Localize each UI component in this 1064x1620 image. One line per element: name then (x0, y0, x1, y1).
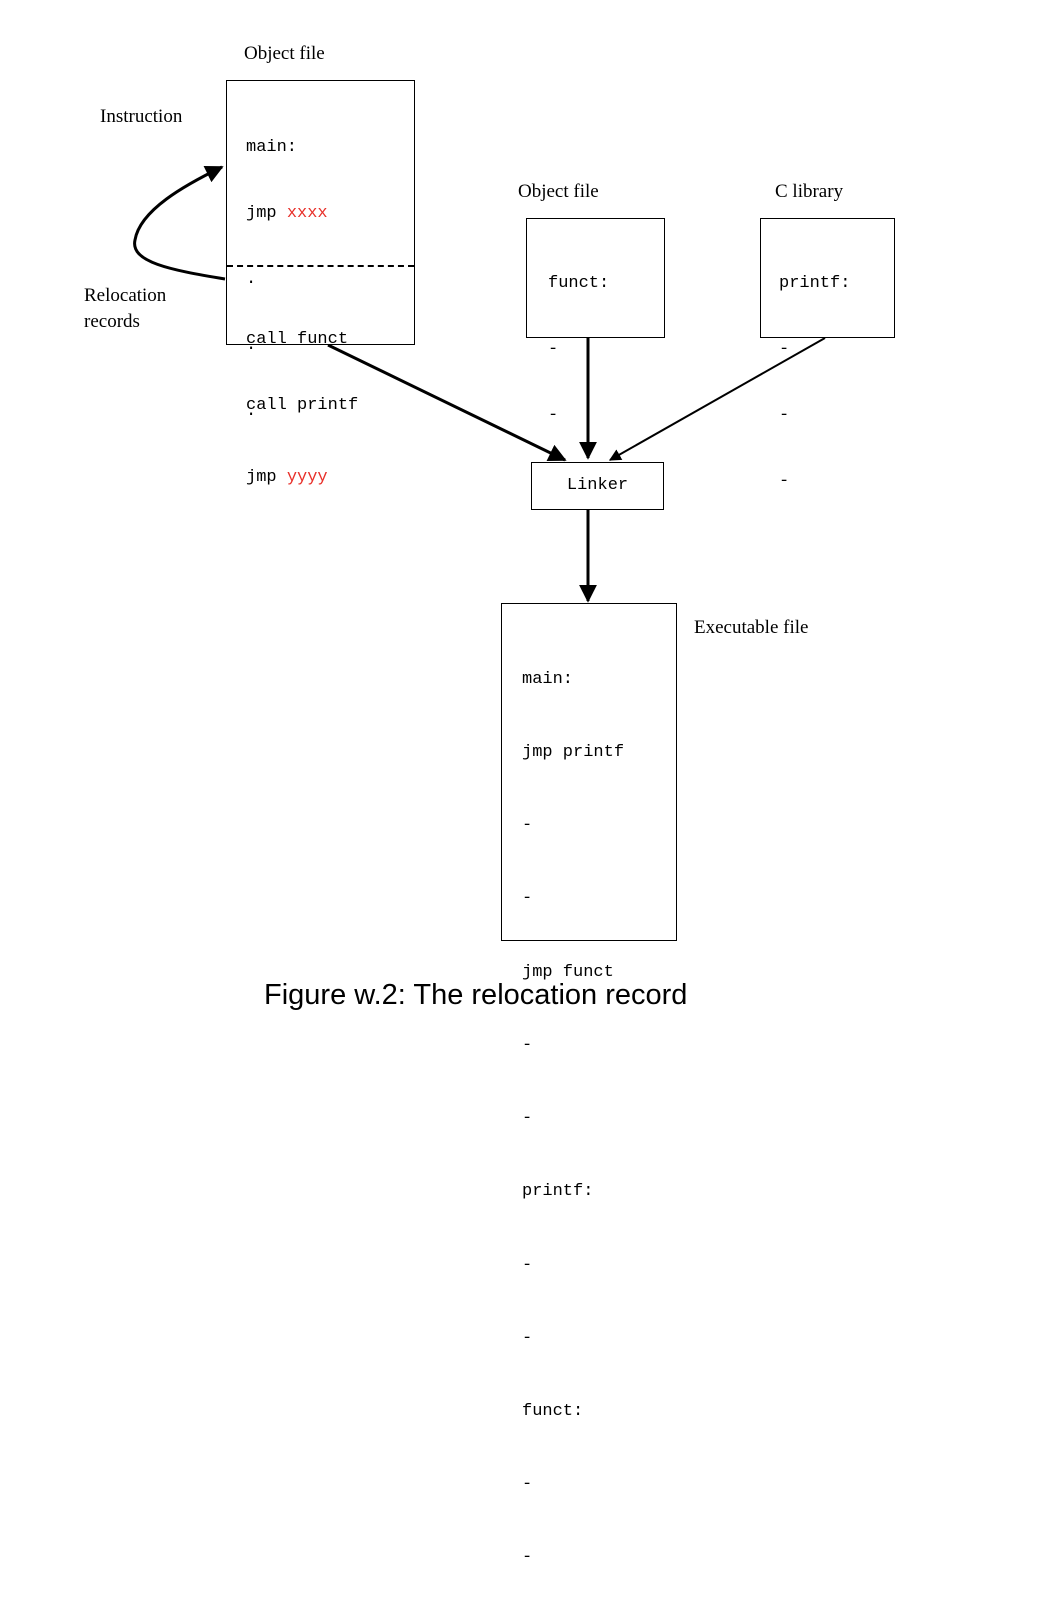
code-line: - (548, 340, 559, 359)
jmp2-target: yyyy (286, 468, 328, 487)
code-line: jmp printf (522, 743, 625, 763)
code-line: - (779, 472, 790, 491)
c-library-box: printf: - - - (760, 218, 895, 491)
code-line: main: (246, 138, 298, 157)
code-line: jmp funct (522, 962, 614, 982)
linker-box: Linker (531, 462, 664, 510)
code-line: - (522, 1109, 533, 1129)
clib-to-linker-arrow (608, 337, 826, 461)
code-line: . (246, 402, 257, 421)
code-line: - (779, 406, 790, 425)
code-line: printf: (522, 1182, 594, 1202)
jmp1-target: xxxx (286, 204, 328, 223)
relocation-record: call printf (246, 396, 359, 415)
exe-title: Executable file (694, 617, 809, 638)
code-line: - (522, 1475, 533, 1495)
code-line: . (246, 336, 257, 355)
relocation-label-1: Relocation (84, 285, 167, 306)
relocation-record: call funct (246, 330, 349, 349)
executable-file-box: main: jmp printf - - jmp funct - - print… (501, 603, 677, 1567)
code-line: - (522, 1328, 533, 1348)
code-line: . (246, 270, 257, 289)
code-line: - (522, 1035, 533, 1055)
code-line: funct: (522, 1402, 584, 1421)
obj1-title: Object file (244, 43, 325, 64)
clib-title: C library (775, 181, 844, 202)
code-line: - (548, 406, 559, 425)
exe-code: main: jmp printf - - jmp funct - - print… (522, 619, 624, 1620)
obj1-to-linker-arrow (327, 343, 567, 462)
linker-label: Linker (566, 476, 629, 495)
code-line: printf: (779, 274, 851, 293)
code-line: - (522, 816, 533, 836)
code-line: - (522, 1548, 533, 1568)
instruction-label: Instruction (100, 106, 183, 127)
relocation-label-2: records (84, 311, 140, 332)
obj1-code: main: jmp xxxx . . . jmp yyyy (246, 93, 328, 533)
object-file-main-box: main: jmp xxxx . . . jmp yyyy call funct… (226, 80, 415, 487)
figure-caption: Figure w.2: The relocation record (264, 979, 688, 1011)
code-line-jmp2: jmp yyyy (246, 468, 328, 487)
code-line: main: (522, 669, 574, 689)
clib-code: printf: - - - (779, 229, 850, 537)
relocation-records: call funct call printf (246, 285, 358, 461)
code-line-jmp1: jmp xxxx (246, 204, 328, 223)
code-line: - (522, 1255, 533, 1275)
obj2-title: Object file (518, 181, 599, 202)
relocation-loop-arrow (133, 165, 226, 281)
code-line: - (779, 340, 790, 359)
relocation-divider (227, 265, 414, 267)
connector-layer (133, 165, 826, 603)
object-file-funct-box: funct: - - - (526, 218, 665, 491)
code-line: funct: (548, 274, 610, 293)
code-line: - (522, 889, 533, 909)
